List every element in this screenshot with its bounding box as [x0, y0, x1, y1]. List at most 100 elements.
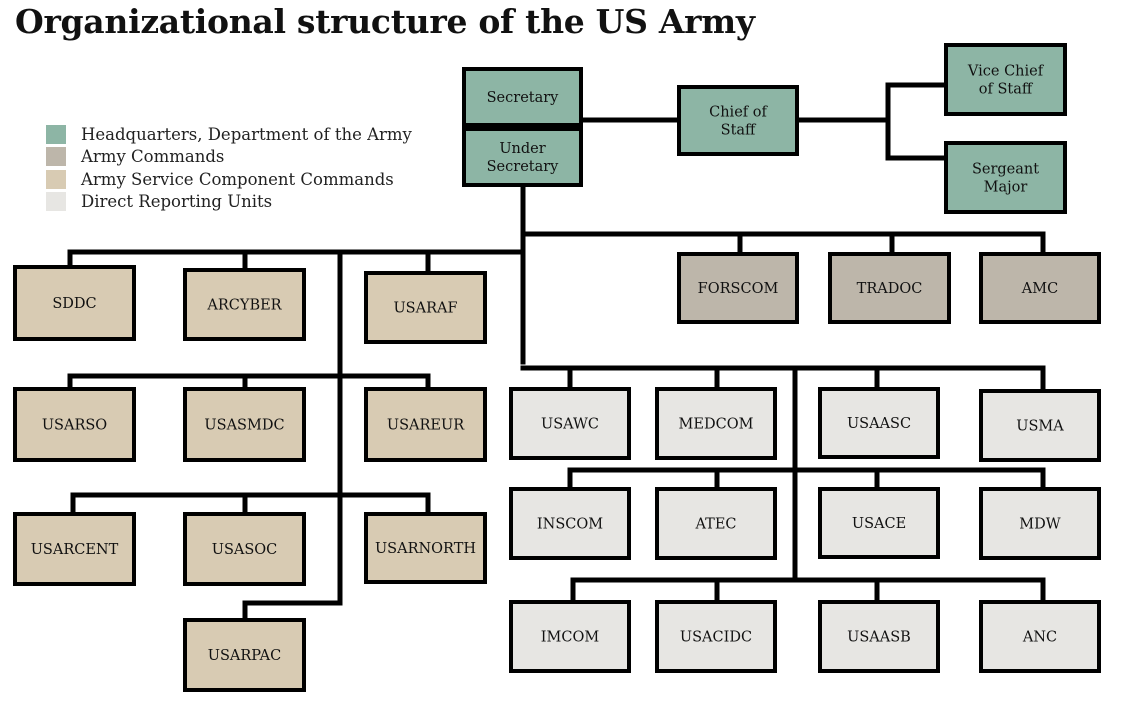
org-box-usarso: USARSO	[13, 387, 136, 462]
org-box-fill	[677, 85, 799, 156]
org-box-fill	[828, 252, 951, 324]
org-box-usawc: USAWC	[509, 387, 631, 460]
org-box-atec: ATEC	[655, 487, 777, 560]
org-box-fill	[183, 618, 306, 692]
org-box-label: AMC	[1021, 281, 1058, 297]
org-box-label: Secretary	[487, 90, 560, 106]
legend-item-army-commands: Army Commands	[46, 146, 412, 169]
org-box-fill	[364, 271, 487, 344]
org-box-fill	[818, 487, 940, 559]
org-box-usace: USACE	[818, 487, 940, 559]
org-box-label: MEDCOM	[679, 417, 754, 433]
org-box-arcyber: ARCYBER	[183, 268, 306, 341]
org-box-label: MDW	[1019, 517, 1060, 533]
legend-swatch-army-commands	[46, 147, 66, 167]
legend-label-direct-reporting: Direct Reporting Units	[81, 192, 273, 212]
org-box-label: USAASB	[847, 630, 911, 646]
org-box-label: ANC	[1022, 630, 1057, 646]
org-box-fill	[462, 67, 583, 127]
legend: Headquarters, Department of the Army Arm…	[46, 123, 412, 213]
org-box-usarpac: USARPAC	[183, 618, 306, 692]
org-box-imcom: IMCOM	[509, 600, 631, 673]
diagram-title: Organizational structure of the US Army	[15, 2, 755, 41]
org-box-fill	[979, 252, 1101, 324]
legend-swatch-direct-reporting	[46, 192, 66, 212]
org-box-label: USASOC	[212, 542, 278, 558]
org-box-fill	[979, 600, 1101, 673]
org-box-usasmdc: USASMDC	[183, 387, 306, 462]
org-box-label: IMCOM	[541, 630, 600, 646]
org-box-forscom: FORSCOM	[677, 252, 799, 324]
org-box-tradoc: TRADOC	[828, 252, 951, 324]
org-box-label: USARNORTH	[375, 541, 476, 557]
org-box-label: TRADOC	[857, 281, 923, 297]
org-box-label: USACE	[852, 516, 906, 532]
legend-label-hq: Headquarters, Department of the Army	[81, 124, 412, 144]
org-box-usarcent: USARCENT	[13, 512, 136, 586]
org-box-medcom: MEDCOM	[655, 387, 777, 460]
org-box-fill	[818, 600, 940, 673]
org-box-label: SDDC	[52, 296, 96, 312]
org-box-fill	[677, 252, 799, 324]
org-box-usaasb: USAASB	[818, 600, 940, 673]
org-box-fill	[944, 43, 1067, 116]
legend-item-direct-reporting: Direct Reporting Units	[46, 191, 412, 214]
org-box-usma: USMA	[979, 389, 1101, 462]
org-box-label: USMA	[1016, 419, 1064, 435]
org-box-label: USAASC	[847, 416, 911, 432]
org-box-fill	[979, 487, 1101, 560]
org-box-secretary: Secretary	[462, 67, 583, 127]
org-box-fill	[655, 600, 777, 673]
org-box-label: USAREUR	[387, 418, 465, 434]
org-box-label: ARCYBER	[206, 298, 282, 314]
org-box-amc: AMC	[979, 252, 1101, 324]
org-box-label: FORSCOM	[698, 281, 779, 297]
org-box-usarnorth: USARNORTH	[364, 512, 487, 584]
org-box-fill	[509, 600, 631, 673]
org-box-fill	[13, 512, 136, 586]
org-box-fill	[509, 387, 631, 460]
org-box-fill	[13, 265, 136, 341]
org-box-fill	[462, 127, 583, 187]
org-box-fill	[655, 487, 777, 560]
org-box-label: USARPAC	[208, 648, 282, 664]
org-box-sddc: SDDC	[13, 265, 136, 341]
legend-item-hq: Headquarters, Department of the Army	[46, 123, 412, 146]
org-box-fill	[183, 268, 306, 341]
org-box-label: ATEC	[694, 517, 736, 533]
org-box-fill	[183, 512, 306, 586]
org-box-fill	[13, 387, 136, 462]
org-box-fill	[509, 487, 631, 560]
org-box-label: USARAF	[393, 301, 457, 317]
org-box-fill	[364, 387, 487, 462]
org-box-fill	[183, 387, 306, 462]
org-box-fill	[944, 141, 1067, 214]
org-box-usacidc: USACIDC	[655, 600, 777, 673]
org-box-label: USACIDC	[680, 630, 752, 646]
legend-label-service-component: Army Service Component Commands	[81, 169, 394, 189]
legend-label-army-commands: Army Commands	[81, 147, 225, 167]
org-box-usareur: USAREUR	[364, 387, 487, 462]
legend-item-service-component: Army Service Component Commands	[46, 168, 412, 191]
org-box-usaasc: USAASC	[818, 387, 940, 459]
org-box-usaraf: USARAF	[364, 271, 487, 344]
connector-lines	[67, 82, 1046, 621]
org-box-mdw: MDW	[979, 487, 1101, 560]
legend-swatch-service-component	[46, 169, 66, 189]
org-box-label: INSCOM	[537, 517, 603, 533]
org-box-fill	[818, 387, 940, 459]
org-box-label: USAWC	[541, 417, 599, 433]
org-box-usasoc: USASOC	[183, 512, 306, 586]
org-box-fill	[364, 512, 487, 584]
org-box-anc: ANC	[979, 600, 1101, 673]
